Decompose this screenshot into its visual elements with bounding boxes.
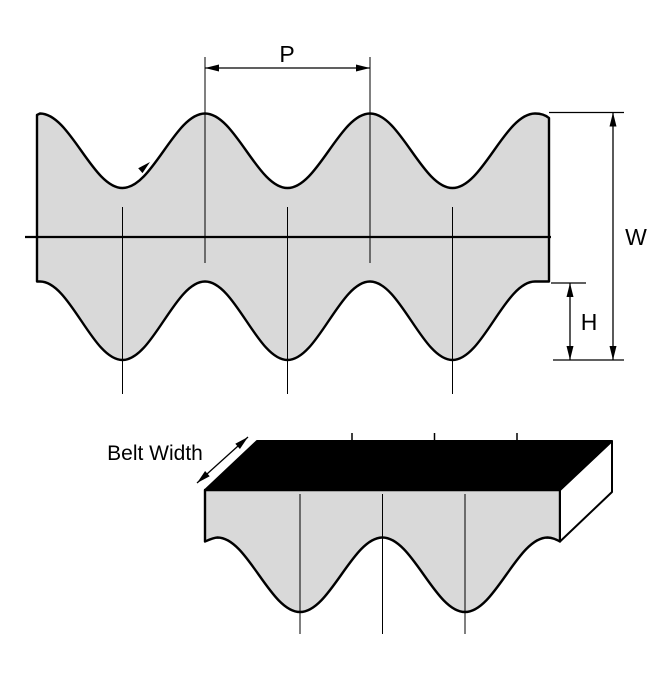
overall-width-label: W	[625, 224, 647, 250]
pitch-arrow-right	[356, 64, 370, 72]
belt-3d-view: Belt Width	[107, 433, 613, 634]
belt-width-label: Belt Width	[107, 442, 203, 465]
tooth-flank-arrow-mark	[138, 162, 150, 174]
tooth-centerlines	[122, 57, 453, 394]
width-arrow-bottom	[609, 346, 617, 360]
cross-section-view: P W H	[25, 41, 647, 394]
back-edge-tick-marks	[351, 433, 518, 446]
belt-width-arrowhead-lower	[197, 471, 210, 483]
belt-3d-centerlines	[299, 494, 466, 634]
pitch-dimension: P	[205, 41, 370, 72]
tooth-height-dimension: H	[551, 282, 598, 360]
overall-width-dimension: W	[549, 111, 647, 361]
pitch-arrow-left	[205, 64, 219, 72]
belt-width-annotation: Belt Width	[107, 436, 249, 484]
tooth-height-label: H	[581, 309, 598, 335]
belt-3d-top-face	[204, 440, 613, 491]
belt-width-arrowhead-upper	[235, 437, 248, 449]
pitch-label: P	[279, 41, 294, 67]
width-arrow-top	[609, 112, 617, 127]
height-arrow-top	[566, 283, 574, 297]
height-arrow-bottom	[566, 346, 574, 360]
